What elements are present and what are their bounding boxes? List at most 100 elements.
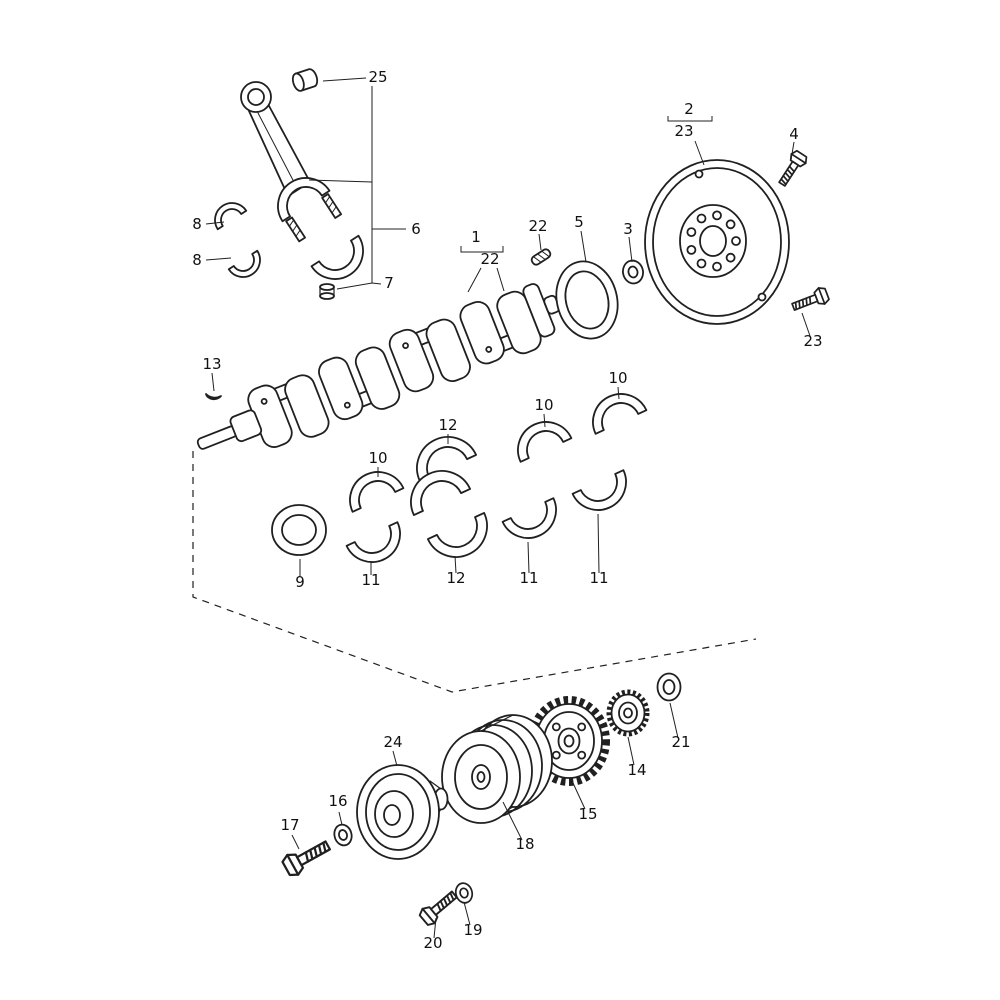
callout-label: 20	[423, 934, 442, 952]
pulley-bolt	[416, 886, 462, 929]
callout-label: 7	[384, 274, 394, 292]
leader-line	[308, 179, 373, 183]
callout-label: 10	[368, 449, 387, 467]
leader-line	[628, 236, 633, 263]
rod-bearing-cap	[310, 234, 375, 291]
gear-hole	[551, 722, 561, 732]
callout-label: 3	[623, 220, 633, 238]
flywheel-bolt-hole	[725, 219, 736, 230]
bearing-shell	[399, 459, 471, 517]
callout-label: 9	[295, 573, 305, 591]
callout-label: 11	[519, 569, 538, 587]
rod-bolts	[285, 193, 343, 243]
callout-label: 5	[574, 213, 584, 231]
callout-labels: 25 2 23 4 8 6 1 22 5 3 8 22 7 23 13 10 1…	[192, 68, 822, 952]
leader-line	[669, 702, 679, 739]
bearing-shell	[582, 383, 648, 435]
flywheel-bolt-hole	[731, 236, 741, 246]
callout-label: 25	[368, 68, 387, 86]
leader-line	[597, 513, 600, 574]
callout-label: 22	[528, 217, 547, 235]
crank-web	[354, 346, 401, 410]
crank-web	[459, 301, 505, 365]
main-bearing-shells-lower	[271, 459, 637, 573]
bearing-shell	[339, 461, 405, 513]
callout-label: 17	[280, 816, 299, 834]
callout-label: 23	[803, 332, 822, 350]
callout-label: 24	[383, 733, 402, 751]
callout-bracket	[667, 116, 713, 122]
callout-label: 6	[411, 220, 421, 238]
flywheel-hole	[757, 292, 767, 302]
seal-ring	[656, 672, 682, 702]
flywheel-bolt-hole	[725, 252, 736, 263]
leader-line	[527, 541, 530, 574]
flywheel-bolt-hole	[686, 227, 697, 238]
callout-label: 11	[361, 571, 380, 589]
leader-line	[543, 413, 546, 428]
callout-label: 19	[463, 921, 482, 939]
callout-label: 21	[671, 733, 690, 751]
leader-line	[433, 917, 437, 939]
rod-small-end-bore	[247, 88, 265, 106]
leader-line	[291, 834, 300, 850]
callout-label: 14	[627, 761, 646, 779]
crank-web	[388, 328, 435, 393]
piston-pin-bushing	[291, 68, 319, 92]
rod-bearing-shell	[207, 195, 248, 231]
oil-hole	[343, 401, 351, 409]
leader-line	[467, 267, 482, 293]
flywheel-bolt-hole	[686, 244, 697, 255]
leader-line	[322, 77, 367, 82]
crank-front-journal	[229, 409, 263, 443]
woodruff-key	[205, 393, 222, 401]
flywheel-hole	[694, 169, 704, 179]
leader-line	[617, 386, 620, 400]
callout-label: 8	[192, 251, 202, 269]
callout-label: 16	[328, 792, 347, 810]
leader-line	[580, 230, 587, 263]
callout-label: 4	[789, 125, 799, 143]
oil-hole	[402, 342, 409, 350]
leader-line	[801, 312, 811, 337]
sprocket	[606, 689, 650, 737]
flywheel-bolt-hole	[712, 210, 722, 221]
flywheel	[644, 159, 790, 325]
callout-label: 1	[471, 228, 481, 246]
belt-pulley	[441, 714, 553, 824]
leader-line	[211, 372, 215, 392]
leader-line	[627, 736, 635, 766]
oil-hole	[485, 346, 493, 353]
leader-line	[338, 811, 343, 826]
rod-nut	[319, 283, 335, 300]
leader-line	[572, 782, 586, 810]
callout-label: 12	[446, 569, 465, 587]
connecting-rod-assembly	[207, 68, 375, 300]
bearing-shell	[571, 469, 637, 521]
assembly-boundary-dashed-line	[192, 451, 757, 693]
callout-label: 22	[480, 250, 499, 268]
callout-label: 2	[684, 100, 694, 118]
leader-line	[392, 750, 398, 767]
flywheel-bolt	[789, 285, 831, 316]
leader-line	[694, 140, 705, 166]
bearing-shell	[345, 521, 411, 573]
pulley-hub	[356, 764, 449, 860]
leader-lines	[205, 77, 811, 939]
callout-label: 18	[515, 835, 534, 853]
washer	[452, 880, 476, 906]
callout-bracket	[460, 246, 504, 253]
oil-hole	[260, 397, 268, 405]
leader-line	[463, 901, 471, 926]
callout-label: 15	[578, 805, 597, 823]
gear-hole	[577, 722, 587, 732]
crankshaft	[196, 283, 561, 450]
rod-shank-rib	[257, 112, 296, 185]
crank-web	[318, 356, 364, 421]
leader-line	[454, 555, 457, 574]
callout-label: 13	[202, 355, 221, 373]
leader-line	[205, 221, 225, 225]
callout-label: 11	[589, 569, 608, 587]
